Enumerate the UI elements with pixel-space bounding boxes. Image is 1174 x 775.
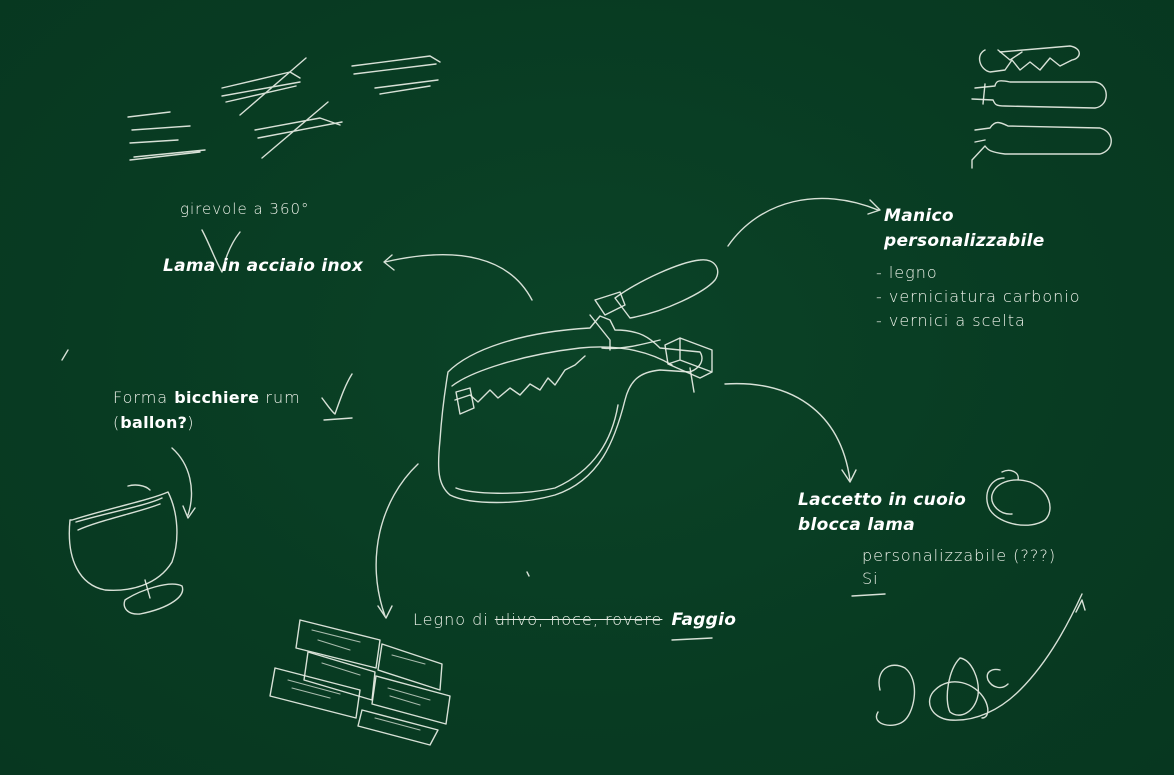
arrow-forma <box>171 447 196 519</box>
faggio-underline <box>671 637 713 641</box>
brandy-glass-sketch <box>68 484 184 615</box>
handle-sketches <box>971 45 1112 169</box>
leather-string-sketch <box>875 593 1086 726</box>
forma-suffix: rum <box>259 388 301 407</box>
leather-loop-sketch <box>986 469 1051 526</box>
legno-prefix: Legno di <box>413 610 495 629</box>
label-legno: Legno di ulivo, noce, rovere Faggio <box>413 610 736 630</box>
label-girevole: girevole a 360° <box>180 200 310 218</box>
legno-faggio: Faggio <box>671 610 737 630</box>
wood-planks-sketch <box>269 619 451 746</box>
arrows <box>171 197 881 619</box>
mezzaluna-knife <box>437 259 719 504</box>
ballon-close: ) <box>187 413 195 432</box>
label-personalizzabile: personalizzabile (???) <box>862 546 1057 565</box>
forma-prefix: Forma <box>113 388 175 407</box>
stray-mark <box>526 571 530 577</box>
arrow-legno <box>375 463 419 619</box>
label-laccetto-1: Laccetto in cuoio <box>798 490 967 510</box>
checkmark-lama <box>201 229 241 273</box>
manico-item-legno: - legno <box>876 263 938 282</box>
label-lama: Lama in acciaio inox <box>163 256 364 276</box>
label-ballon: (ballon?) <box>113 413 194 432</box>
label-laccetto-2: blocca lama <box>798 515 916 535</box>
label-manico-2: personalizzabile <box>884 231 1045 251</box>
label-forma: Forma bicchiere rum <box>113 388 301 407</box>
label-manico-1: Manico <box>884 206 954 226</box>
arrow-laccetto <box>724 382 857 483</box>
checkmark-forma <box>321 373 353 421</box>
scribbles-top-left <box>127 55 441 161</box>
ballon-bold: ballon? <box>120 413 188 432</box>
ballon-open: ( <box>113 413 121 432</box>
manico-item-carbonio: - verniciatura carbonio <box>876 287 1081 306</box>
manico-item-vernici: - vernici a scelta <box>876 311 1026 330</box>
forma-bold: bicchiere <box>174 388 260 407</box>
stray-mark <box>61 349 69 361</box>
arrow-manico <box>727 197 881 247</box>
label-si: Si <box>862 569 879 588</box>
legno-struck: ulivo, noce, rovere <box>494 610 663 629</box>
arrow-lama <box>383 254 533 301</box>
si-underline <box>851 593 886 597</box>
